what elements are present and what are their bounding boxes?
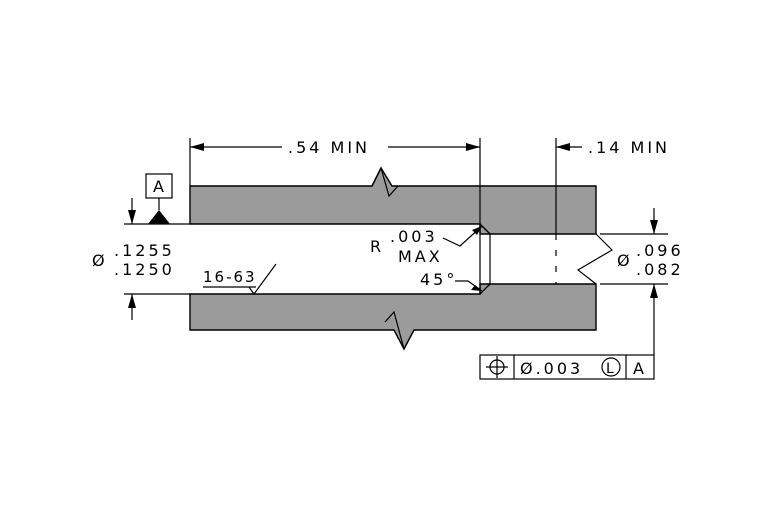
dim-54-arrow-left: [190, 143, 204, 151]
dim-14-arrow: [556, 143, 570, 151]
chamfer-lower: [479, 283, 491, 295]
chamfer-angle-label: 45°: [420, 270, 457, 289]
dim-54-label: .54 MIN: [288, 138, 370, 157]
lmc-modifier-circle: [601, 357, 621, 377]
bore-dim-arrow-top: [128, 210, 136, 224]
surface-finish-label: 16-63: [203, 268, 257, 286]
radius-suffix: MAX: [398, 247, 443, 266]
feature-control-frame: Ø.003 L A: [479, 354, 655, 380]
fcf-tolerance: Ø.003: [520, 359, 583, 378]
dim-54-arrow-right: [466, 143, 480, 151]
surface-finish-symbol: [203, 263, 277, 296]
lower-break-line: [384, 310, 415, 351]
datum-box: [145, 173, 173, 199]
fcf-datum: A: [633, 359, 644, 378]
lower-wall: [189, 283, 597, 351]
datum-label: A: [153, 177, 164, 196]
radius-value: .003: [390, 227, 438, 246]
dim-14-label: .14 MIN: [588, 138, 670, 157]
upper-wall: [189, 166, 597, 235]
bore-diameter-lower: .1250: [114, 260, 175, 279]
upper-break-line: [371, 166, 399, 198]
bore-dim-arrow-bottom: [128, 294, 136, 308]
small-bore-arrow-bottom: [650, 284, 658, 298]
position-symbol-icon: [486, 356, 508, 378]
radius-leader-arrow: [472, 226, 482, 235]
bore-diameter-upper: .1255: [114, 241, 175, 260]
bore-diameter-symbol: Ø: [92, 251, 108, 270]
datum-triangle: [148, 210, 170, 224]
small-bore-arrow-top: [650, 220, 658, 234]
fcf-border: [479, 354, 655, 380]
small-bore-diameter-upper: .096: [636, 241, 684, 260]
chamfer-leader-arrow: [471, 285, 482, 291]
radius-leader: [442, 225, 483, 247]
small-bore-break: [576, 233, 613, 285]
small-bore-diameter-symbol: Ø: [617, 251, 633, 270]
small-bore-diameter-lower: .082: [636, 260, 684, 279]
fcf-modifier: L: [606, 361, 614, 377]
radius-prefix: R: [370, 237, 384, 256]
